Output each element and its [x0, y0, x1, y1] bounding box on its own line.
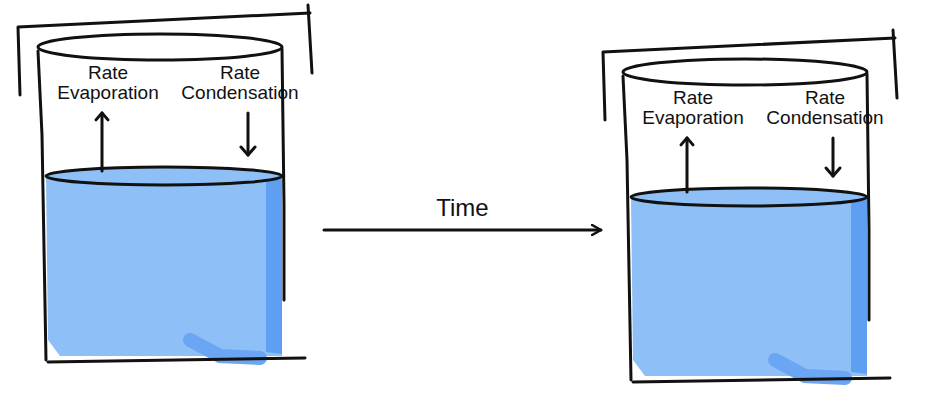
condensation-arrow — [832, 138, 835, 176]
beaker-node: Rate Evaporation Rate Condensation — [605, 30, 905, 390]
water-shade — [851, 200, 867, 374]
beaker-illustration — [605, 30, 905, 390]
condensation-label: Rate Condensation — [176, 63, 304, 103]
water — [631, 196, 867, 376]
evaporation-label: Rate Evaporation — [639, 88, 747, 128]
beaker-node: Rate Evaporation Rate Condensation — [20, 5, 320, 370]
beaker-rim — [623, 59, 867, 85]
beaker-illustration — [20, 5, 320, 370]
lid — [308, 5, 312, 73]
beaker-rim — [38, 34, 282, 60]
water-shade — [775, 360, 845, 378]
evaporation-arrow — [686, 138, 689, 192]
evaporation-arrow — [101, 113, 104, 171]
edge-label: Time — [432, 194, 492, 222]
beaker-base — [633, 378, 890, 382]
time-arrow — [324, 229, 601, 232]
water — [46, 175, 282, 356]
beaker-wall — [623, 76, 631, 380]
arrow-head — [241, 147, 255, 155]
label-row: Rate Evaporation Rate Condensation — [54, 63, 304, 103]
beaker-wall — [38, 51, 46, 360]
water-surface — [46, 167, 282, 185]
arrow-head — [681, 138, 693, 145]
evaporation-label: Rate Evaporation — [54, 63, 162, 103]
arrow-head — [96, 113, 108, 120]
condensation-arrow — [247, 113, 250, 155]
beaker-base — [48, 358, 305, 362]
lid — [893, 30, 897, 98]
arrow-head — [826, 168, 840, 176]
condensation-label: Rate Condensation — [761, 88, 889, 128]
water-shade — [190, 340, 260, 358]
water-surface — [631, 188, 867, 206]
label-row: Rate Evaporation Rate Condensation — [639, 88, 889, 128]
water-shade — [266, 179, 282, 354]
